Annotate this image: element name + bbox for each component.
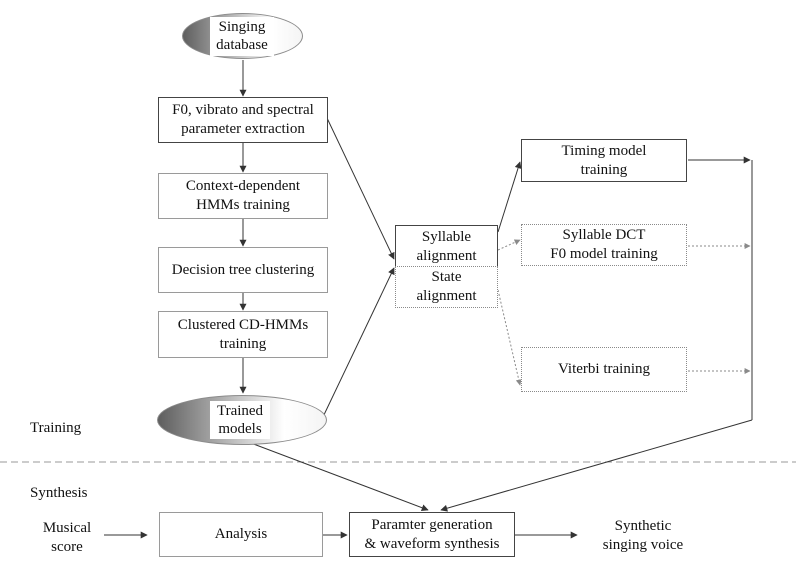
cd-hmm-training-box: Context-dependent HMMs training [158, 173, 328, 219]
syllable-alignment-box: Syllable alignment [395, 225, 498, 269]
synthetic-voice-label: Synthetic singing voice [602, 518, 684, 553]
f0-extraction-box: F0, vibrato and spectral parameter extra… [158, 97, 328, 143]
synthesis-label: Synthesis [30, 485, 88, 501]
parameter-generation-box: Paramter generation & waveform synthesis [349, 512, 515, 557]
timing-model-box: Timing model training [521, 139, 687, 182]
arrow-alignment-to-dct [497, 239, 521, 251]
clustered-training-box: Clustered CD-HMMs training [158, 311, 328, 358]
state-alignment-box: State alignment [395, 266, 498, 308]
decision-tree-box: Decision tree clustering [158, 247, 328, 293]
analysis-box: Analysis [159, 512, 323, 557]
arrow-alignment-to-viterbi [497, 289, 522, 386]
trained-models-label: Trained models [210, 401, 270, 439]
training-label: Training [30, 420, 82, 436]
arrow-extraction-to-alignment [326, 117, 395, 260]
arrow-alignment-to-timing [497, 161, 522, 233]
viterbi-box: Viterbi training [521, 347, 687, 392]
singing-database-label: Singing database [210, 17, 274, 56]
arrow-trained-to-alignment [321, 267, 395, 420]
arrow-right-to-generation [440, 419, 753, 512]
syllable-dct-box: Syllable DCT F0 model training [521, 224, 687, 266]
musical-score-label: Musical score [42, 520, 92, 555]
arrow-trained-to-generation [242, 439, 429, 512]
